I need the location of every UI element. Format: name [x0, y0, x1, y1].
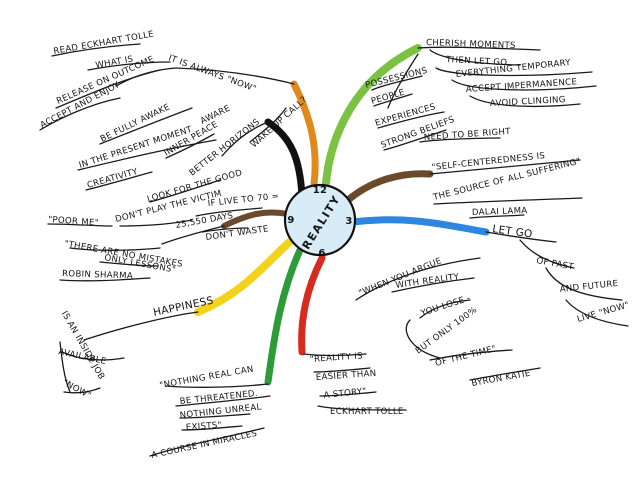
node-let-go: LET GO: [492, 223, 534, 241]
node-eckhart-tolle-bottom: ECKHART TOLLE: [330, 407, 404, 417]
node-dalai-lama: DALAI LAMA: [472, 206, 528, 218]
node-people: PEOPLE: [370, 88, 406, 107]
branch-brown-right: [344, 170, 434, 204]
node-exists: EXISTS": [186, 421, 223, 433]
central-clock: 12 3 6 9 REALITY: [283, 183, 357, 259]
node-of-the-time: OF THE TIME": [434, 344, 497, 369]
clock-twelve: 12: [313, 185, 328, 196]
clock-nine: 9: [287, 215, 294, 226]
node-byron-katie: BYRON KATIE: [471, 369, 532, 389]
node-better-horizons: BETTER HORIZONS: [188, 117, 262, 178]
node-reality-is: "REALITY IS: [310, 351, 364, 365]
node-course-in-miracles: A COURSE IN MIRACLES: [151, 429, 259, 461]
branch-yellow-left: [194, 236, 296, 316]
node-read-eckhart-tolle: READ ECKHART TOLLE: [53, 29, 155, 57]
clock-face: [283, 183, 357, 257]
node-cherish-moments: CHERISH MOMENTS: [426, 38, 516, 51]
node-robin-sharma: ROBIN SHARMA: [62, 269, 133, 281]
clock-three: 3: [345, 216, 352, 227]
node-and-future: AND FUTURE: [559, 279, 619, 295]
branch-green-top: [322, 44, 422, 187]
node-creativity: CREATIVITY: [86, 167, 139, 191]
node-dont-waste: DON'T WASTE: [205, 224, 269, 243]
branch-orange-top: [290, 80, 319, 188]
branch-brown-left: [221, 209, 291, 229]
main-branches: [194, 44, 490, 386]
node-poor-me: "POOR ME": [48, 215, 99, 229]
node-of-past: OF PAST: [535, 256, 574, 272]
node-possessions: POSSESSIONS: [364, 66, 428, 91]
node-is-an-inside-job: IS AN INSIDE JOB: [59, 310, 106, 382]
node-then-let-go: THEN LET GO: [445, 55, 508, 68]
node-avoid-clinging: AVOID CLINGING: [490, 95, 566, 109]
branch-black-top: [264, 118, 306, 200]
node-easier-than: EASIER THAN: [316, 369, 377, 383]
branch-blue-right: [348, 216, 490, 236]
ink-lines: [39, 43, 629, 457]
node-happiness: HAPPINESS: [152, 294, 215, 319]
branch-green-bottom: [264, 246, 304, 386]
node-now-quote: "NOW": [61, 378, 93, 401]
branch-red-bottom: [298, 254, 326, 356]
node-a-story: A STORY": [323, 387, 367, 401]
node-accept-impermanence: ACCEPT IMPERMANENCE: [466, 77, 578, 95]
clock-six: 6: [318, 248, 325, 259]
